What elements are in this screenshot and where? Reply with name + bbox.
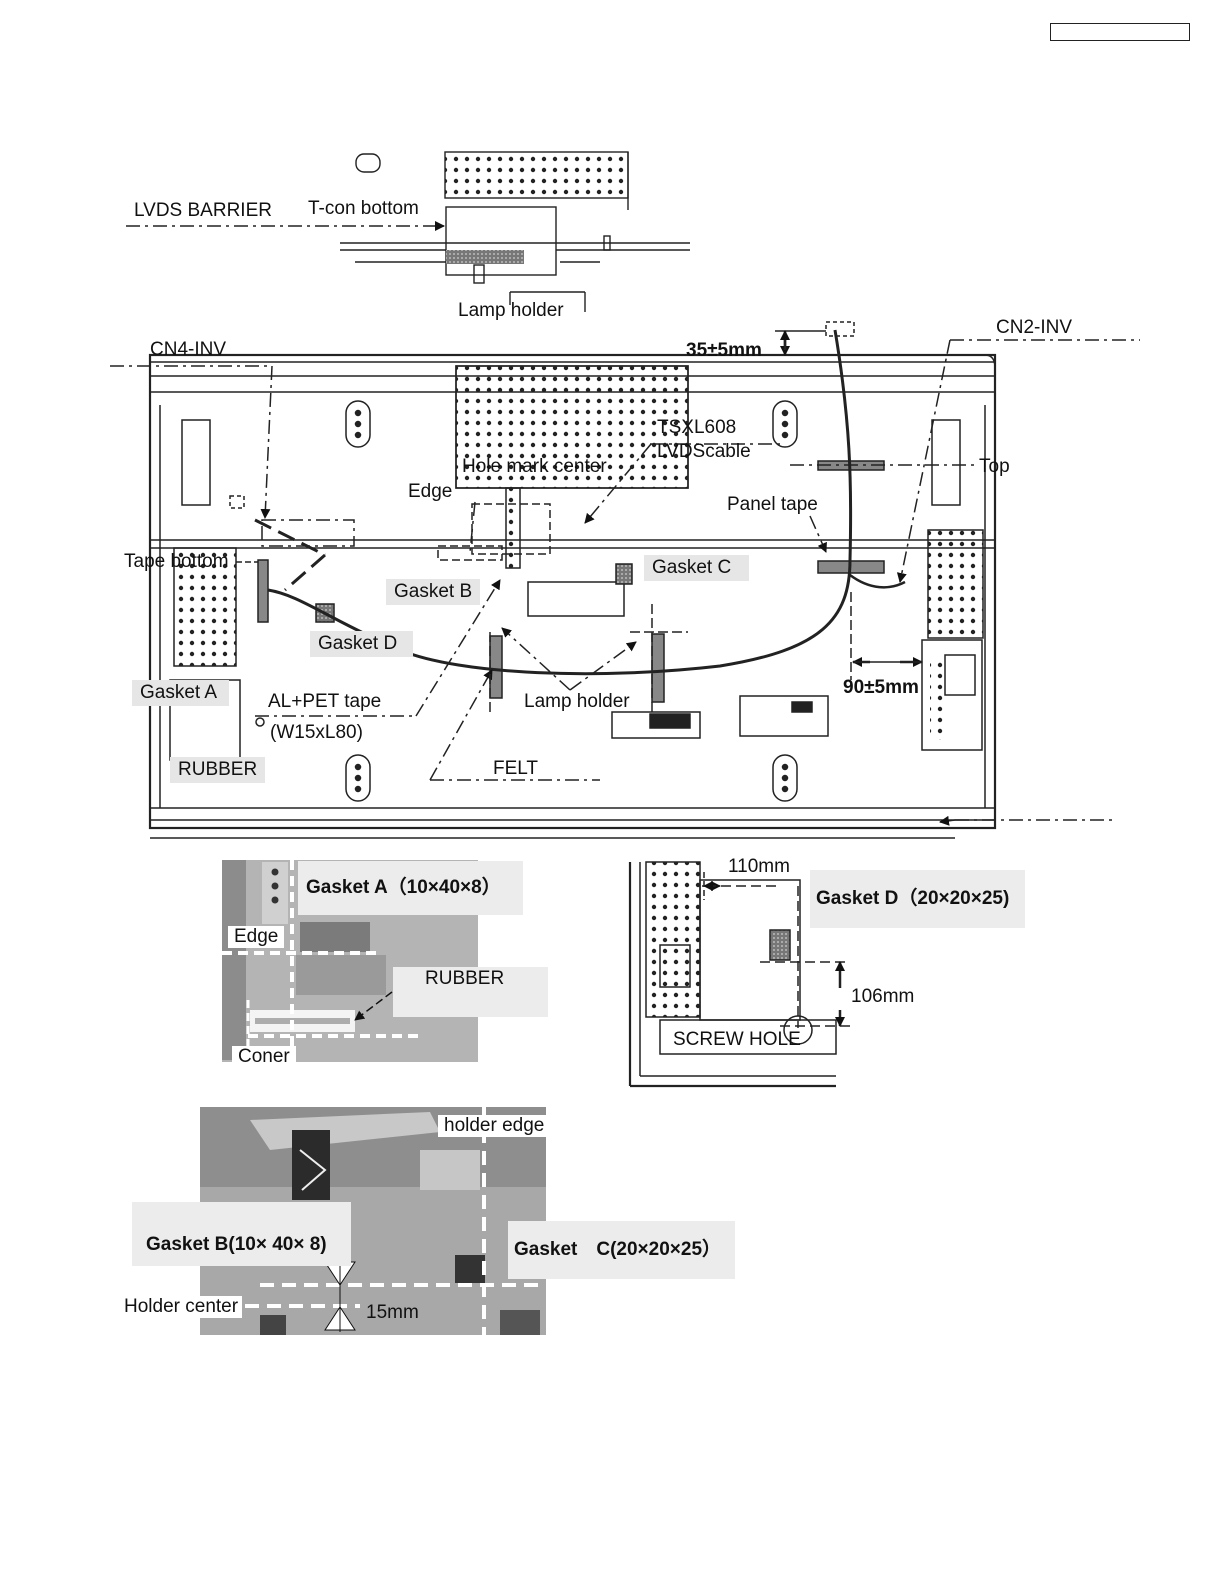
- dimension-106-label: 106mm: [851, 986, 915, 1007]
- gasket-b-label: Gasket B: [386, 579, 481, 605]
- header-box: [1050, 23, 1190, 41]
- top-label: Top: [979, 456, 1010, 477]
- cn4-inv-label: CN4-INV: [150, 339, 227, 360]
- lamp-holder-top-label: Lamp holder: [458, 300, 564, 321]
- coner-label: Coner: [232, 1046, 296, 1068]
- cn2-inv-label: CN2-INV: [996, 317, 1073, 338]
- dimension-90-label: 90±5mm: [843, 677, 919, 698]
- gasket-d-spec-label: Gasket D（20×20×25): [810, 870, 1026, 928]
- gasket-a-spec-label: Gasket A（10×40×8）: [298, 861, 523, 915]
- tcon-bottom-label: T-con bottom: [308, 198, 419, 219]
- lvds-barrier-label: LVDS BARRIER: [134, 200, 272, 221]
- gasket-a-label: Gasket A: [132, 680, 230, 706]
- rubber-main-label: RUBBER: [170, 757, 266, 783]
- holder-center-label: Holder center: [120, 1296, 243, 1318]
- main-panel: [110, 321, 1140, 839]
- edge-detail-label: Edge: [228, 926, 285, 948]
- panel-tape-label: Panel tape: [727, 494, 818, 515]
- tape-bottom-label: Tape bottom: [124, 551, 229, 572]
- edge-label: Edge: [408, 481, 453, 502]
- lvds-cable-label: LVDScable: [657, 441, 751, 462]
- gasket-d-label: Gasket D: [310, 631, 414, 657]
- holder-edge-label: holder edge: [438, 1115, 551, 1137]
- gasket-c-label: Gasket C: [644, 555, 750, 581]
- al-pet-tape-label: AL+PET tape: [268, 691, 382, 712]
- lamp-holder-main-label: Lamp holder: [524, 691, 630, 712]
- gasket-c-spec-label: Gasket C(20×20×25）: [508, 1221, 736, 1279]
- felt-label: FELT: [493, 758, 539, 779]
- detail-d-drawing: [628, 861, 852, 1088]
- dimension-15-label: 15mm: [366, 1302, 419, 1323]
- tsxl608-label: TSXL608: [657, 417, 737, 438]
- tcon-detail: [126, 151, 690, 312]
- dimension-110-label: 110mm: [724, 856, 794, 878]
- al-pet-size-label: (W15xL80): [270, 722, 363, 743]
- rubber-detail-label: RUBBER: [425, 968, 505, 989]
- gasket-b-spec-label: Gasket B(10× 40× 8): [132, 1202, 351, 1266]
- hole-mark-center-label: Hole mark center: [462, 456, 607, 477]
- rubber-label-background: [393, 967, 548, 1017]
- dimension-35-label: 35±5mm: [686, 340, 762, 361]
- screw-hole-label: SCREW HOLE: [673, 1029, 801, 1050]
